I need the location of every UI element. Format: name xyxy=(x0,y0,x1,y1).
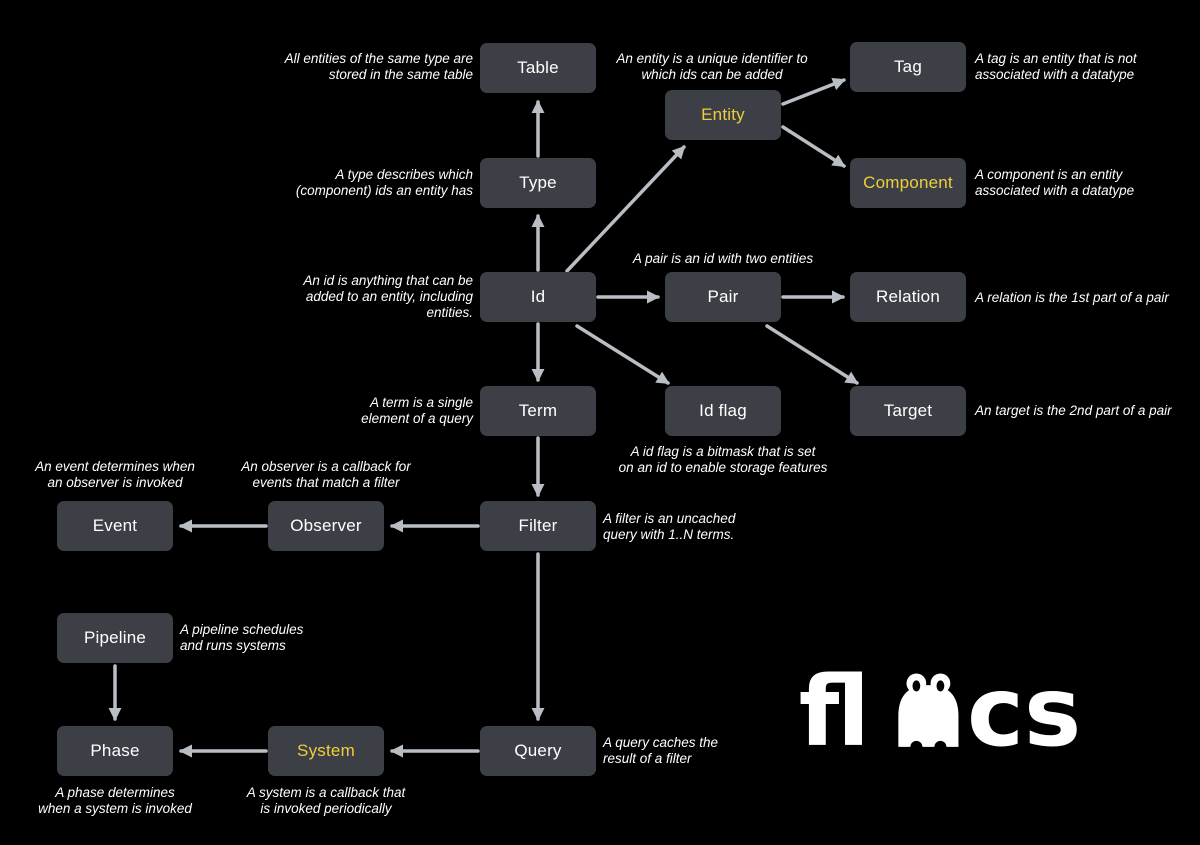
note-entity: An entity is a unique identifier to whic… xyxy=(616,51,808,82)
note-term: A term is a single element of a query xyxy=(361,395,473,426)
flecs-logo: fl cs xyxy=(797,650,1089,776)
arrow-id-to-idflag xyxy=(575,324,670,385)
note-id: An id is anything that can be added to a… xyxy=(303,273,473,320)
node-tag: Tag xyxy=(850,42,966,92)
node-pipeline: Pipeline xyxy=(57,613,173,663)
node-observer: Observer xyxy=(268,501,384,551)
node-pair: Pair xyxy=(665,272,781,322)
note-event: An event determines when an observer is … xyxy=(35,459,195,490)
logo-text-left: fl xyxy=(799,656,870,768)
note-filter: A filter is an uncached query with 1..N … xyxy=(603,511,736,542)
note-pipeline: A pipeline schedules and runs systems xyxy=(180,622,304,653)
note-system: A system is a callback that is invoked p… xyxy=(246,785,406,816)
node-phase: Phase xyxy=(57,726,173,776)
note-relation: A relation is the 1st part of a pair xyxy=(975,290,1169,305)
arrow-pair-to-target xyxy=(765,324,859,385)
note-type: A type describes which (component) ids a… xyxy=(295,167,473,198)
node-term: Term xyxy=(480,386,596,436)
node-relation: Relation xyxy=(850,272,966,322)
node-id: Id xyxy=(480,272,596,322)
logo-text-right: cs xyxy=(967,656,1081,768)
note-target: An target is the 2nd part of a pair xyxy=(975,403,1172,418)
note-pair: A pair is an id with two entities xyxy=(632,251,814,266)
note-id-flag: A id flag is a bitmask that is set on an… xyxy=(618,444,828,475)
logo-creature-icon xyxy=(898,673,959,747)
note-table: All entities of the same type are stored… xyxy=(284,51,473,82)
note-tag: A tag is an entity that is not associate… xyxy=(975,51,1137,82)
node-entity: Entity xyxy=(665,90,781,140)
note-component: A component is an entity associated with… xyxy=(975,167,1135,198)
node-system: System xyxy=(268,726,384,776)
node-table: Table xyxy=(480,43,596,93)
node-type: Type xyxy=(480,158,596,208)
note-phase: A phase determines when a system is invo… xyxy=(38,785,192,816)
node-id-flag: Id flag xyxy=(665,386,781,436)
node-query: Query xyxy=(480,726,596,776)
node-component: Component xyxy=(850,158,966,208)
note-query: A query caches the result of a filter xyxy=(603,735,719,766)
node-event: Event xyxy=(57,501,173,551)
arrow-entity-to-tag xyxy=(781,77,846,106)
node-filter: Filter xyxy=(480,501,596,551)
arrow-entity-to-component xyxy=(781,125,846,168)
node-target: Target xyxy=(850,386,966,436)
note-observer: An observer is a callback for events tha… xyxy=(241,459,411,490)
